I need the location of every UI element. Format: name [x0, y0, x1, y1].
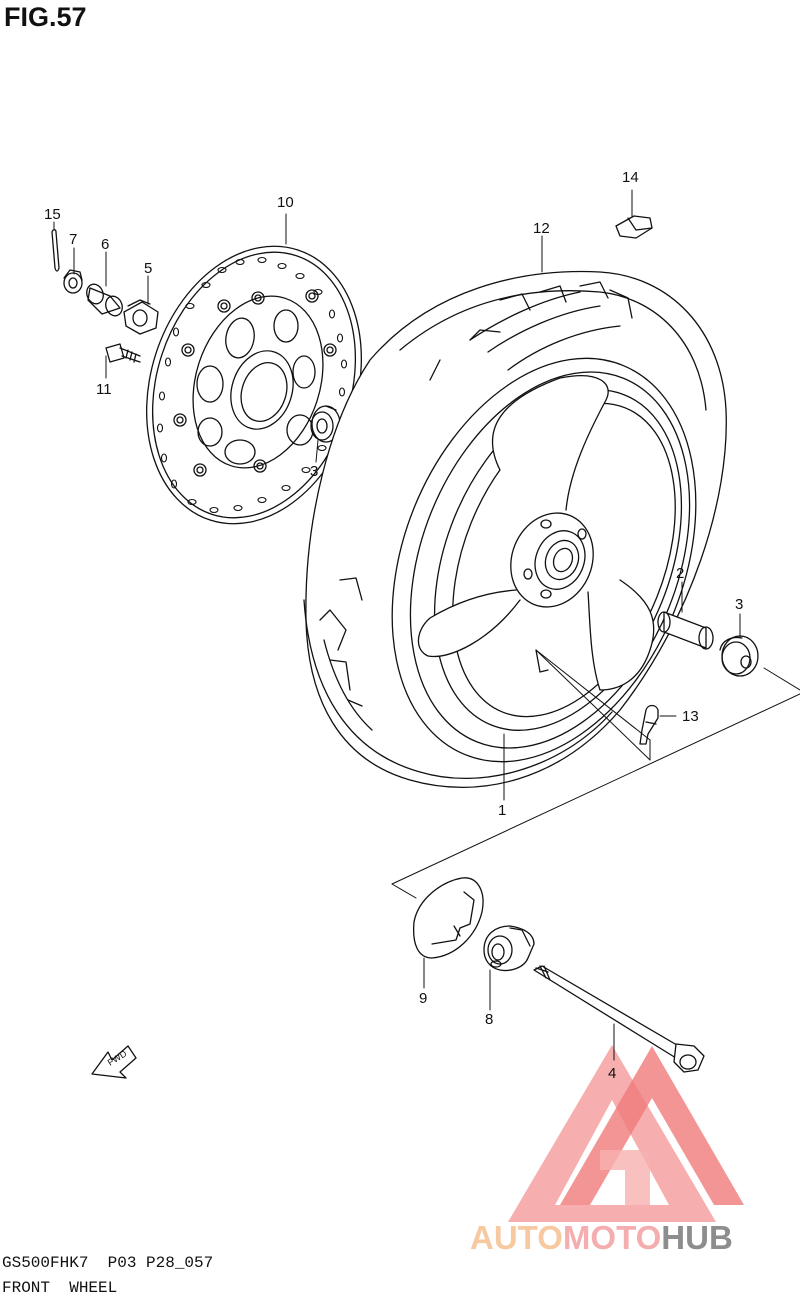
watermark-part-auto: AUTO — [470, 1219, 563, 1256]
wheel-spacer — [657, 611, 714, 650]
tyre-valve — [639, 704, 659, 745]
watermark-part-moto: MOTO — [562, 1219, 662, 1256]
callout-1: 1 — [498, 802, 506, 819]
castle-nut-small — [63, 269, 83, 294]
callout-2: 2 — [676, 565, 684, 582]
front-wheel — [303, 270, 727, 788]
callout-9: 9 — [419, 990, 427, 1007]
watermark-text: AUTOMOTOHUB — [470, 1219, 733, 1257]
callout-7: 7 — [69, 231, 77, 248]
callout-6: 6 — [101, 236, 109, 253]
hex-nut — [123, 299, 159, 335]
front-axle — [533, 965, 705, 1073]
callout-4: 4 — [608, 1065, 616, 1082]
speedometer-gearbox — [483, 925, 535, 972]
callout-5: 5 — [144, 260, 152, 277]
callout-12: 12 — [533, 220, 550, 237]
diagram-code: GS500FHK7 P03 P28_057 — [2, 1254, 214, 1272]
callout-3: 3 — [735, 596, 743, 613]
disc-bolt — [105, 343, 141, 363]
figure-title: FIG.57 — [4, 2, 87, 32]
callout-3: 3 — [310, 463, 318, 480]
spacer-collar — [86, 283, 123, 317]
watermark-part-hub: HUB — [661, 1219, 733, 1256]
callout-15: 15 — [44, 206, 61, 223]
watermark-logo — [508, 1045, 744, 1222]
callout-13: 13 — [682, 708, 699, 725]
brake-disc — [146, 245, 362, 525]
balance-weight-clip — [615, 215, 653, 239]
bearing-right — [719, 635, 759, 677]
drive-plate — [412, 877, 484, 959]
callout-14: 14 — [622, 169, 639, 186]
cotter-pin — [51, 229, 60, 272]
callout-labels: 1 2 3 3 4 5 6 7 8 9 10 11 12 13 14 15 — [44, 169, 743, 1082]
callout-11: 11 — [96, 381, 112, 398]
diagram-name: FRONT WHEEL — [2, 1279, 118, 1297]
callout-8: 8 — [485, 1011, 493, 1028]
fwd-arrow-icon: FWD — [91, 1045, 137, 1079]
leader-lines — [53, 189, 800, 1061]
callout-10: 10 — [277, 194, 294, 211]
